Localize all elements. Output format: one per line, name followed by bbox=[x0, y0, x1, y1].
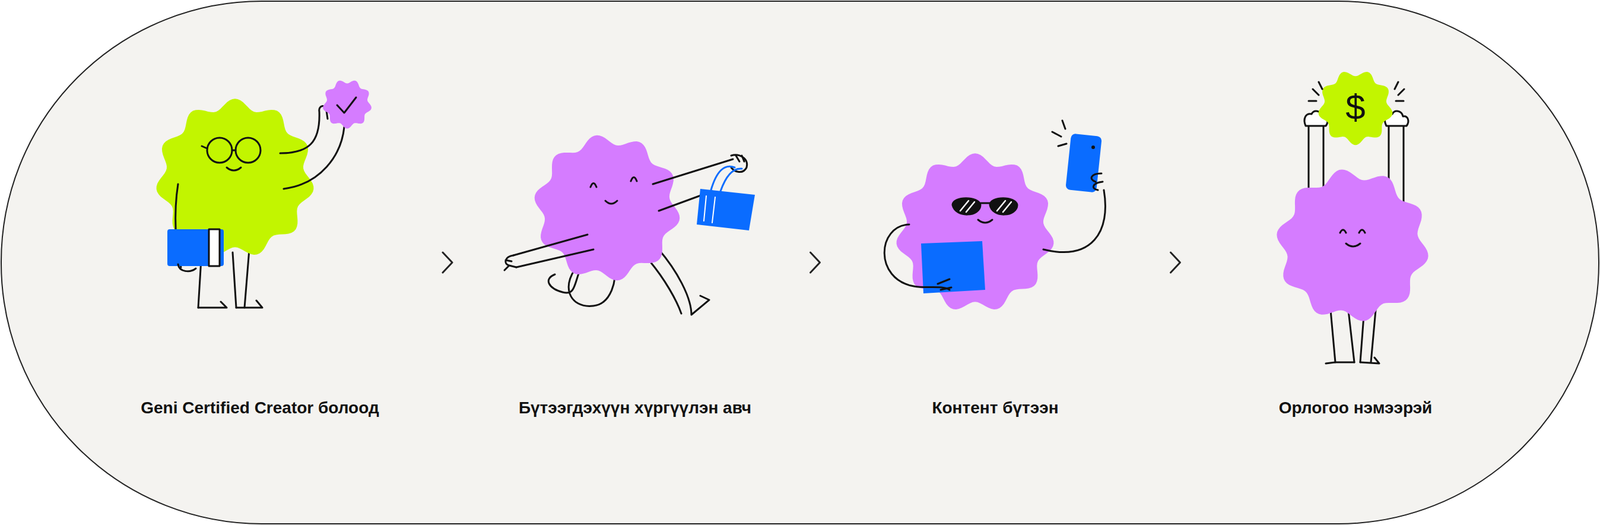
line-art bbox=[921, 240, 986, 294]
line-art bbox=[1345, 243, 1361, 247]
income-figure bbox=[1276, 71, 1428, 364]
creator-figure bbox=[156, 80, 372, 308]
content-figure bbox=[884, 120, 1106, 310]
line-art bbox=[208, 229, 220, 266]
line-art bbox=[703, 195, 716, 223]
line-art bbox=[235, 137, 261, 163]
step-caption: Бүтээгдэхүүн хүргүүлэн авч bbox=[474, 397, 796, 418]
line-art bbox=[710, 166, 742, 192]
step-box: Geni Certified Creator болоод bbox=[99, 77, 421, 434]
line-art bbox=[1052, 120, 1067, 146]
line-art bbox=[1043, 189, 1106, 252]
line-art bbox=[696, 188, 755, 231]
line-art bbox=[167, 229, 224, 266]
line-art bbox=[283, 127, 345, 189]
step-chevron bbox=[442, 252, 453, 273]
blob-body bbox=[1318, 71, 1393, 145]
step-caption: Контент бүтээн bbox=[835, 397, 1156, 418]
line-art bbox=[513, 234, 594, 268]
chevron-path bbox=[442, 252, 453, 273]
line-art bbox=[960, 200, 1012, 212]
blob-body bbox=[322, 80, 372, 129]
line-art bbox=[178, 264, 196, 272]
blob-body bbox=[1276, 169, 1428, 321]
line-art bbox=[980, 202, 990, 205]
dollar-sign: $ bbox=[1345, 89, 1365, 126]
step-caption: Орлогоо нэмээрэй bbox=[1195, 397, 1516, 418]
step-chevron bbox=[1170, 252, 1181, 273]
line-art bbox=[605, 200, 618, 204]
line-art bbox=[1091, 145, 1095, 149]
delivery-figure bbox=[504, 135, 755, 315]
line-art bbox=[198, 300, 263, 308]
line-art bbox=[226, 167, 241, 171]
line-art bbox=[201, 145, 236, 151]
line-art bbox=[207, 137, 233, 163]
chevron-path bbox=[810, 252, 821, 273]
line-art bbox=[504, 255, 517, 271]
line-art bbox=[978, 219, 993, 223]
chevron-path bbox=[1170, 252, 1181, 273]
blob-body bbox=[896, 153, 1055, 310]
line-art bbox=[280, 106, 328, 154]
step-box: Контент бүтээн bbox=[835, 77, 1156, 434]
line-art bbox=[884, 224, 952, 290]
step-caption: Geni Certified Creator болоод bbox=[99, 397, 421, 418]
line-art bbox=[244, 249, 250, 308]
line-art bbox=[1325, 357, 1380, 364]
line-art bbox=[1091, 173, 1103, 190]
line-art bbox=[1340, 229, 1365, 233]
step-box: Орлогоо нэмээрэй bbox=[1195, 77, 1516, 434]
line-art bbox=[590, 177, 637, 188]
step-chevron bbox=[810, 252, 821, 273]
step-box: Бүтээгдэхүүн хүргүүлэн авч bbox=[474, 77, 796, 434]
line-art bbox=[337, 97, 357, 113]
